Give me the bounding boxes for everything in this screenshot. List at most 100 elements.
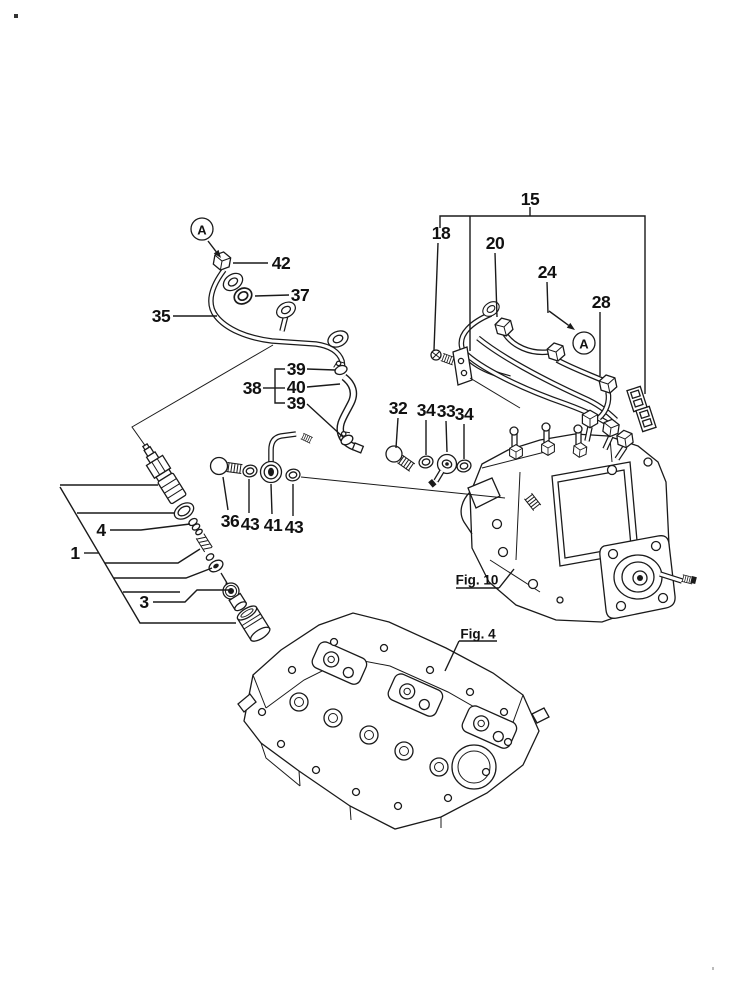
rocker-pedestal — [387, 673, 444, 717]
return-joint-41 — [259, 431, 314, 484]
spring-retainer — [208, 559, 224, 573]
leader-callout-33 — [445, 420, 448, 453]
leader-callout-41 — [270, 483, 273, 515]
callout-20: 20 — [486, 233, 505, 253]
view-marker-a-top — [190, 217, 214, 241]
callout-32: 32 — [389, 398, 408, 418]
washer-34-right — [455, 457, 473, 475]
line-clip — [626, 385, 648, 413]
nozzle-3 — [222, 582, 247, 612]
washer-43-left — [241, 463, 259, 479]
callout-34-left: 34 — [417, 400, 436, 420]
leader-callout-32 — [395, 417, 399, 449]
bracket-38 — [274, 368, 285, 404]
scan-artifact-dot — [14, 14, 18, 18]
fuel-return-pipe-assembly — [131, 249, 352, 462]
callout-18: 18 — [432, 223, 451, 243]
injection-lines-assembly — [430, 298, 657, 461]
callout-34-right: 34 — [455, 404, 474, 424]
callout-15: 15 — [521, 189, 540, 209]
leader-callout-37 — [254, 294, 290, 297]
joint-position-leader — [300, 476, 506, 499]
fig-ref-10: Fig. 10 — [456, 573, 499, 588]
hose-end-fitting — [351, 442, 365, 454]
washer-34-left — [417, 453, 435, 471]
view-marker-a-top-arrowhead — [213, 249, 221, 258]
callout-35: 35 — [152, 306, 171, 326]
spring-seat-washer — [205, 553, 215, 561]
line-clamp-plate — [452, 346, 521, 409]
pump-bolts — [491, 457, 653, 604]
leader-callout-20 — [494, 252, 498, 318]
injector-sleeve — [236, 605, 271, 642]
fuel-injector-assembly — [59, 442, 271, 642]
valve-ports — [289, 692, 449, 777]
callout-42: 42 — [272, 253, 291, 273]
callout-4: 4 — [96, 520, 106, 540]
pipe-union-nut-20 — [493, 315, 515, 339]
pipe-union-nut-24 — [545, 340, 567, 364]
leader-callout-36 — [222, 476, 229, 511]
fig-ref-4-leader — [444, 640, 460, 672]
callout-33: 33 — [437, 401, 456, 421]
callout-40: 40 — [287, 377, 306, 397]
callout-1: 1 — [70, 543, 80, 563]
callout-24: 24 — [538, 262, 557, 282]
overflow-fitting-33 — [428, 453, 458, 488]
callout-39-lower: 39 — [287, 393, 306, 413]
return-joint-parts-row — [209, 431, 506, 499]
fig-ref-4: Fig. 4 — [460, 627, 496, 642]
rocker-pedestal — [461, 705, 518, 749]
pipe-union-nut-28 — [597, 372, 619, 396]
head-side-tab — [531, 707, 550, 724]
leader-callout-18 — [433, 242, 439, 351]
overflow-joint-parts-row — [385, 445, 473, 488]
delivery-valve-holders — [509, 422, 588, 460]
callout-36: 36 — [221, 511, 240, 531]
fig-ref-10-leader — [498, 568, 515, 589]
washer-43-right — [284, 467, 302, 483]
nozzle-spring — [195, 533, 213, 553]
injector-callout-bracket — [59, 484, 236, 624]
view-marker-a-top-arrow — [207, 240, 217, 253]
callout-28: 28 — [592, 292, 611, 312]
callout-43-right: 43 — [285, 517, 304, 537]
leader-callout-4 — [110, 523, 191, 531]
view-marker-a-right-letter: A — [579, 337, 589, 352]
callout-3: 3 — [139, 592, 149, 612]
hose-clamp-39-upper — [331, 358, 349, 377]
callout-38: 38 — [243, 378, 262, 398]
leader-callout-24 — [546, 281, 549, 314]
view-marker-a-top-letter: A — [197, 223, 207, 238]
rocker-pedestal — [311, 641, 368, 685]
pump-bracket — [467, 477, 501, 509]
injector-body — [141, 442, 187, 505]
scan-artifact-dot — [712, 967, 714, 970]
adjusting-shims-4 — [188, 517, 203, 536]
bracket-15 — [439, 215, 646, 394]
head-large-opening — [451, 744, 497, 790]
callout-43-left: 43 — [241, 514, 260, 534]
callout-39-upper: 39 — [287, 359, 306, 379]
clamp-bolt-18 — [430, 349, 456, 366]
pump-drive-flange — [599, 535, 697, 619]
return-hose-assembly — [331, 358, 365, 454]
view-marker-a-right — [572, 331, 596, 355]
cylinder-head-drawing — [237, 612, 550, 830]
view-marker-a-right-arrowhead — [566, 322, 575, 330]
joint-bolt-32 — [385, 445, 416, 472]
leader-callout-39-upper — [306, 368, 336, 371]
leader-callout-3 — [153, 589, 230, 603]
return-pipe-position-leader — [131, 344, 274, 462]
line-clip — [635, 405, 657, 433]
head-bolt-holes — [257, 637, 513, 811]
pipe-union-nut — [581, 409, 599, 429]
view-marker-a-right-arrow — [548, 310, 569, 326]
callout-41: 41 — [264, 515, 283, 535]
joint-bolt-36 — [209, 456, 243, 476]
leader-callout-40 — [306, 383, 341, 388]
injection-pump-drawing — [460, 422, 697, 623]
injector-seal-ring — [173, 502, 195, 520]
